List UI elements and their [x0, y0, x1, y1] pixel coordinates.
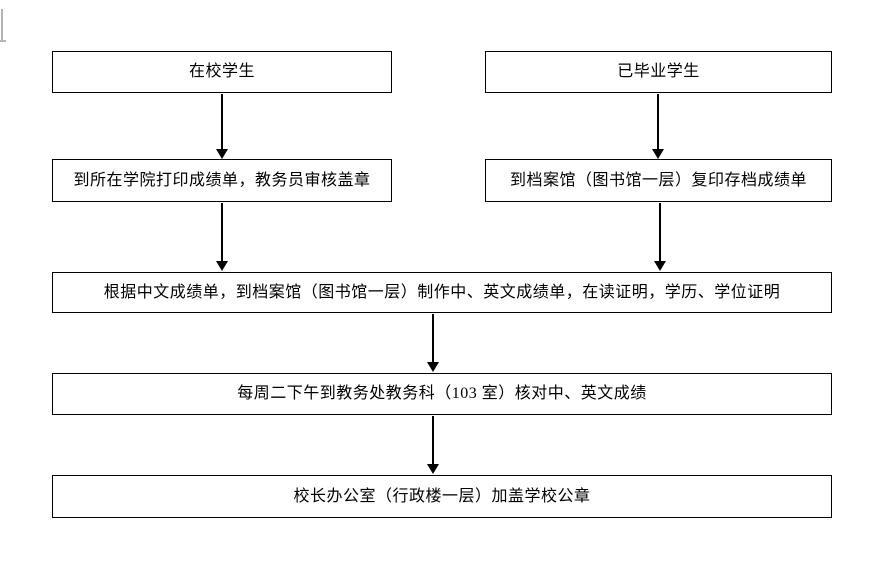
arrow-shaft — [657, 94, 659, 149]
arrow-head-icon — [427, 362, 439, 372]
arrow-head-icon — [216, 261, 228, 271]
arrow-shaft — [221, 203, 223, 261]
arrow-down-verify-to-seal — [427, 416, 439, 474]
text-cursor-artifact — [0, 9, 6, 42]
flow-node-label: 到档案馆（图书馆一层）复印存档成绩单 — [509, 171, 807, 189]
arrow-shaft — [432, 416, 434, 464]
arrow-down-archive-to-make — [654, 203, 666, 271]
arrow-shaft — [432, 314, 434, 362]
arrow-shaft — [659, 203, 661, 261]
flow-node-archive-copy: 到档案馆（图书馆一层）复印存档成绩单 — [485, 159, 832, 202]
flow-node-label: 在校学生 — [188, 63, 255, 81]
arrow-down-graduated-to-archive — [652, 94, 664, 159]
arrow-down-college-to-make — [216, 203, 228, 271]
flow-node-label: 根据中文成绩单，到档案馆（图书馆一层）制作中、英文成绩单，在读证明，学历、学位证… — [103, 283, 781, 301]
flow-node-label: 已毕业学生 — [617, 63, 700, 81]
arrow-head-icon — [652, 149, 664, 159]
text-cursor-foot — [0, 40, 6, 42]
flow-node-label: 校长办公室（行政楼一层）加盖学校公章 — [293, 487, 591, 505]
flow-node-college-print: 到所在学院打印成绩单，教务员审核盖章 — [52, 159, 392, 202]
flow-node-label: 到所在学院打印成绩单，教务员审核盖章 — [73, 171, 371, 189]
arrow-down-make-to-verify — [427, 314, 439, 372]
flow-node-make-transcripts: 根据中文成绩单，到档案馆（图书馆一层）制作中、英文成绩单，在读证明，学历、学位证… — [52, 272, 832, 313]
flow-node-president-seal: 校长办公室（行政楼一层）加盖学校公章 — [52, 475, 832, 518]
arrow-head-icon — [654, 261, 666, 271]
flow-node-verify-scores: 每周二下午到教务处教务科（103 室）核对中、英文成绩 — [52, 373, 832, 415]
flow-node-current-student: 在校学生 — [52, 51, 392, 93]
arrow-shaft — [221, 94, 223, 149]
flow-node-graduated-student: 已毕业学生 — [485, 51, 832, 93]
arrow-head-icon — [216, 149, 228, 159]
arrow-down-current-to-college — [216, 94, 228, 159]
arrow-head-icon — [427, 464, 439, 474]
flow-node-label: 每周二下午到教务处教务科（103 室）核对中、英文成绩 — [237, 385, 647, 403]
